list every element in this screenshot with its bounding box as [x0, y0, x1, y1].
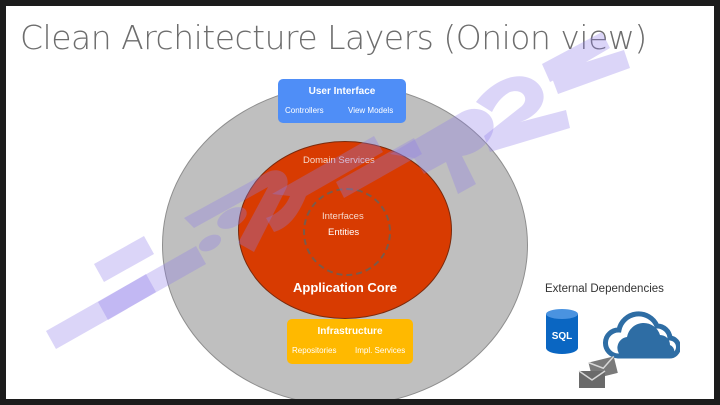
impl-services-label: Impl. Services [355, 346, 406, 355]
domain-services-label: Domain Services [303, 155, 375, 166]
slide: Clean Architecture Layers (Onion view) D… [6, 6, 714, 399]
controllers-label: Controllers [285, 106, 324, 115]
mail-icon [578, 355, 618, 388]
external-dependencies-label: External Dependencies [545, 283, 664, 295]
cloud-icon [603, 311, 680, 359]
interfaces-label: Interfaces [322, 211, 364, 222]
infrastructure-title: Infrastructure [317, 326, 383, 337]
repositories-label: Repositories [292, 346, 337, 355]
application-core-label: Application Core [293, 280, 398, 295]
sql-database-icon: SQL [546, 309, 578, 354]
sql-icon-text: SQL [552, 331, 573, 342]
user-interface-title: User Interface [308, 86, 376, 97]
view-models-label: View Models [348, 106, 394, 115]
page-title: Clean Architecture Layers (Onion view) [20, 18, 647, 57]
domain-model-dashed-circle [303, 188, 391, 276]
user-interface-box: User Interface Controllers View Models [278, 79, 406, 123]
watermark-logo [46, 32, 630, 349]
entities-label: Entities [328, 227, 360, 238]
infrastructure-box: Infrastructure Repositories Impl. Servic… [287, 319, 413, 364]
